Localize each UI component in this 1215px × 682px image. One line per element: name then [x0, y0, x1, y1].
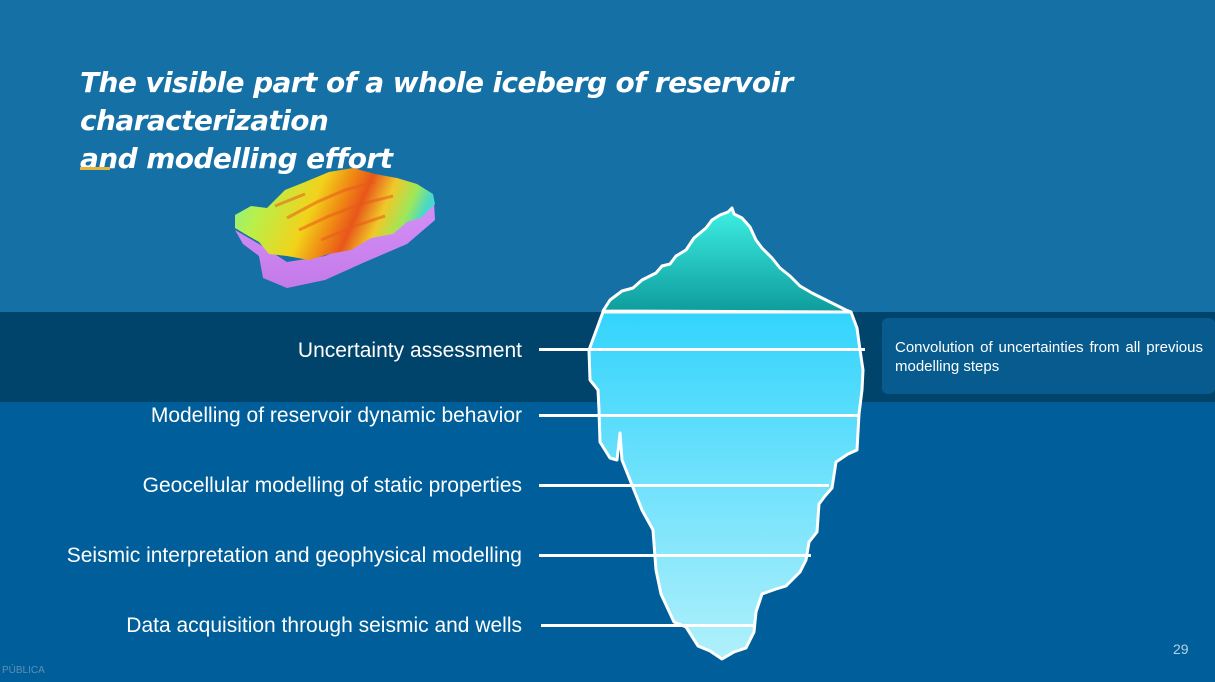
- slide-upper-background: [0, 0, 1215, 312]
- reservoir-model-side: [235, 202, 435, 288]
- reservoir-model-ridges: [274, 180, 394, 242]
- iceberg-tip: [601, 206, 853, 314]
- layer-line-dynamic-modelling: [539, 414, 859, 417]
- layer-line-data-acquisition: [541, 624, 755, 627]
- title-accent-bar: [80, 167, 110, 170]
- layer-line-seismic-interpretation: [539, 554, 811, 557]
- slide-title-line-1: The visible part of a whole iceberg of r…: [80, 66, 793, 137]
- layer-label-data-acquisition: Data acquisition through seismic and wel…: [126, 614, 522, 637]
- slide-title: The visible part of a whole iceberg of r…: [80, 64, 980, 178]
- reservoir-model-icon: [235, 168, 435, 288]
- layer-line-static-modelling: [539, 484, 829, 487]
- iceberg-icon: [587, 206, 865, 661]
- classification-label: PÚBLICA: [2, 665, 45, 676]
- layer-label-uncertainty: Uncertainty assessment: [297, 339, 522, 362]
- layer-label-static-modelling: Geocellular modelling of static properti…: [142, 474, 522, 497]
- page-number: 29: [1173, 641, 1189, 657]
- slide-title-line-2: and modelling effort: [80, 142, 393, 175]
- uncertainty-note: Convolution of uncertainties from all pr…: [882, 318, 1215, 394]
- layer-label-dynamic-modelling: Modelling of reservoir dynamic behavior: [150, 404, 522, 427]
- layer-line-uncertainty: [539, 348, 865, 351]
- layer-label-seismic-interpretation: Seismic interpretation and geophysical m…: [66, 544, 522, 567]
